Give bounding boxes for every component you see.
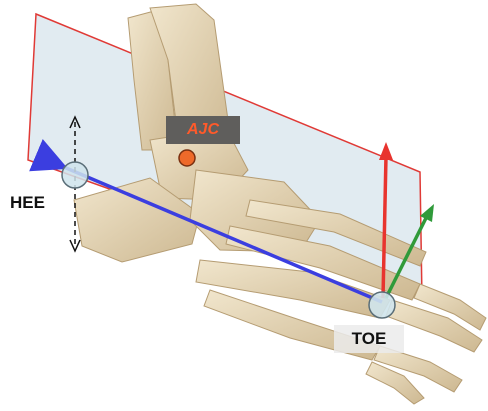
toe-marker-dot (369, 292, 395, 318)
vertical-axis-arrowhead (379, 142, 393, 160)
ajc-marker-dot (179, 150, 195, 166)
hee-label: HEE (10, 193, 45, 213)
toe-label: TOE (334, 325, 404, 353)
foot-bones (74, 4, 486, 404)
lateral-axis-arrowhead (420, 204, 434, 222)
ajc-label: AJC (166, 116, 240, 144)
hee-marker-dot (62, 162, 88, 188)
